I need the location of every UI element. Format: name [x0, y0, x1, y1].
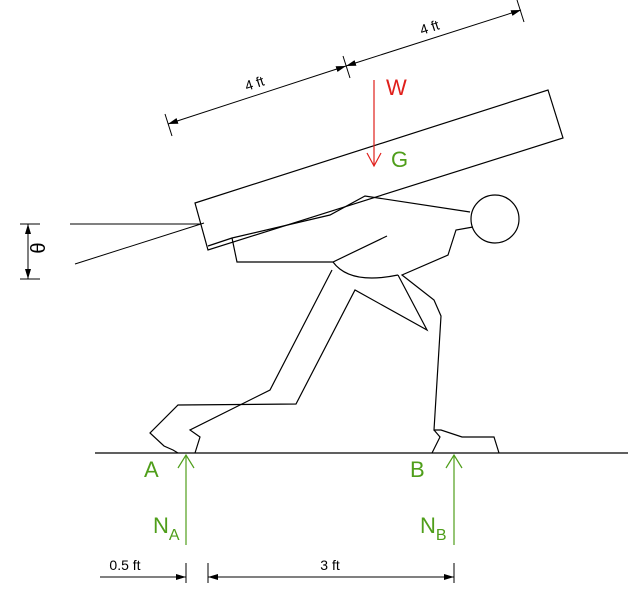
weight-label: W	[386, 75, 407, 100]
ground-dimension: 0.5 ft 3 ft	[100, 557, 455, 583]
plank-dimension: 4 ft 4 ft	[164, 0, 525, 137]
plank-right-dimension-label: 4 ft	[418, 17, 442, 38]
plank-extension-line	[74, 222, 205, 265]
normal-force-a-arrow	[177, 453, 195, 545]
normal-force-b-label: NB	[420, 513, 447, 544]
weight-arrow	[366, 80, 382, 168]
point-b-label: B	[410, 457, 425, 482]
plank	[194, 89, 564, 251]
angle-dimension: θ	[20, 223, 50, 280]
normal-force-a-label: NA	[153, 513, 180, 544]
ground-right-dimension-label: 3 ft	[320, 557, 340, 573]
center-of-gravity-label: G	[391, 147, 408, 172]
normal-force-b-arrow	[445, 453, 463, 545]
point-a-label: A	[144, 457, 159, 482]
ground-left-dimension-label: 0.5 ft	[109, 557, 140, 573]
plank-left-dimension-label: 4 ft	[243, 73, 267, 94]
angle-label: θ	[28, 242, 50, 253]
head	[470, 194, 520, 244]
person-figure	[149, 194, 520, 454]
